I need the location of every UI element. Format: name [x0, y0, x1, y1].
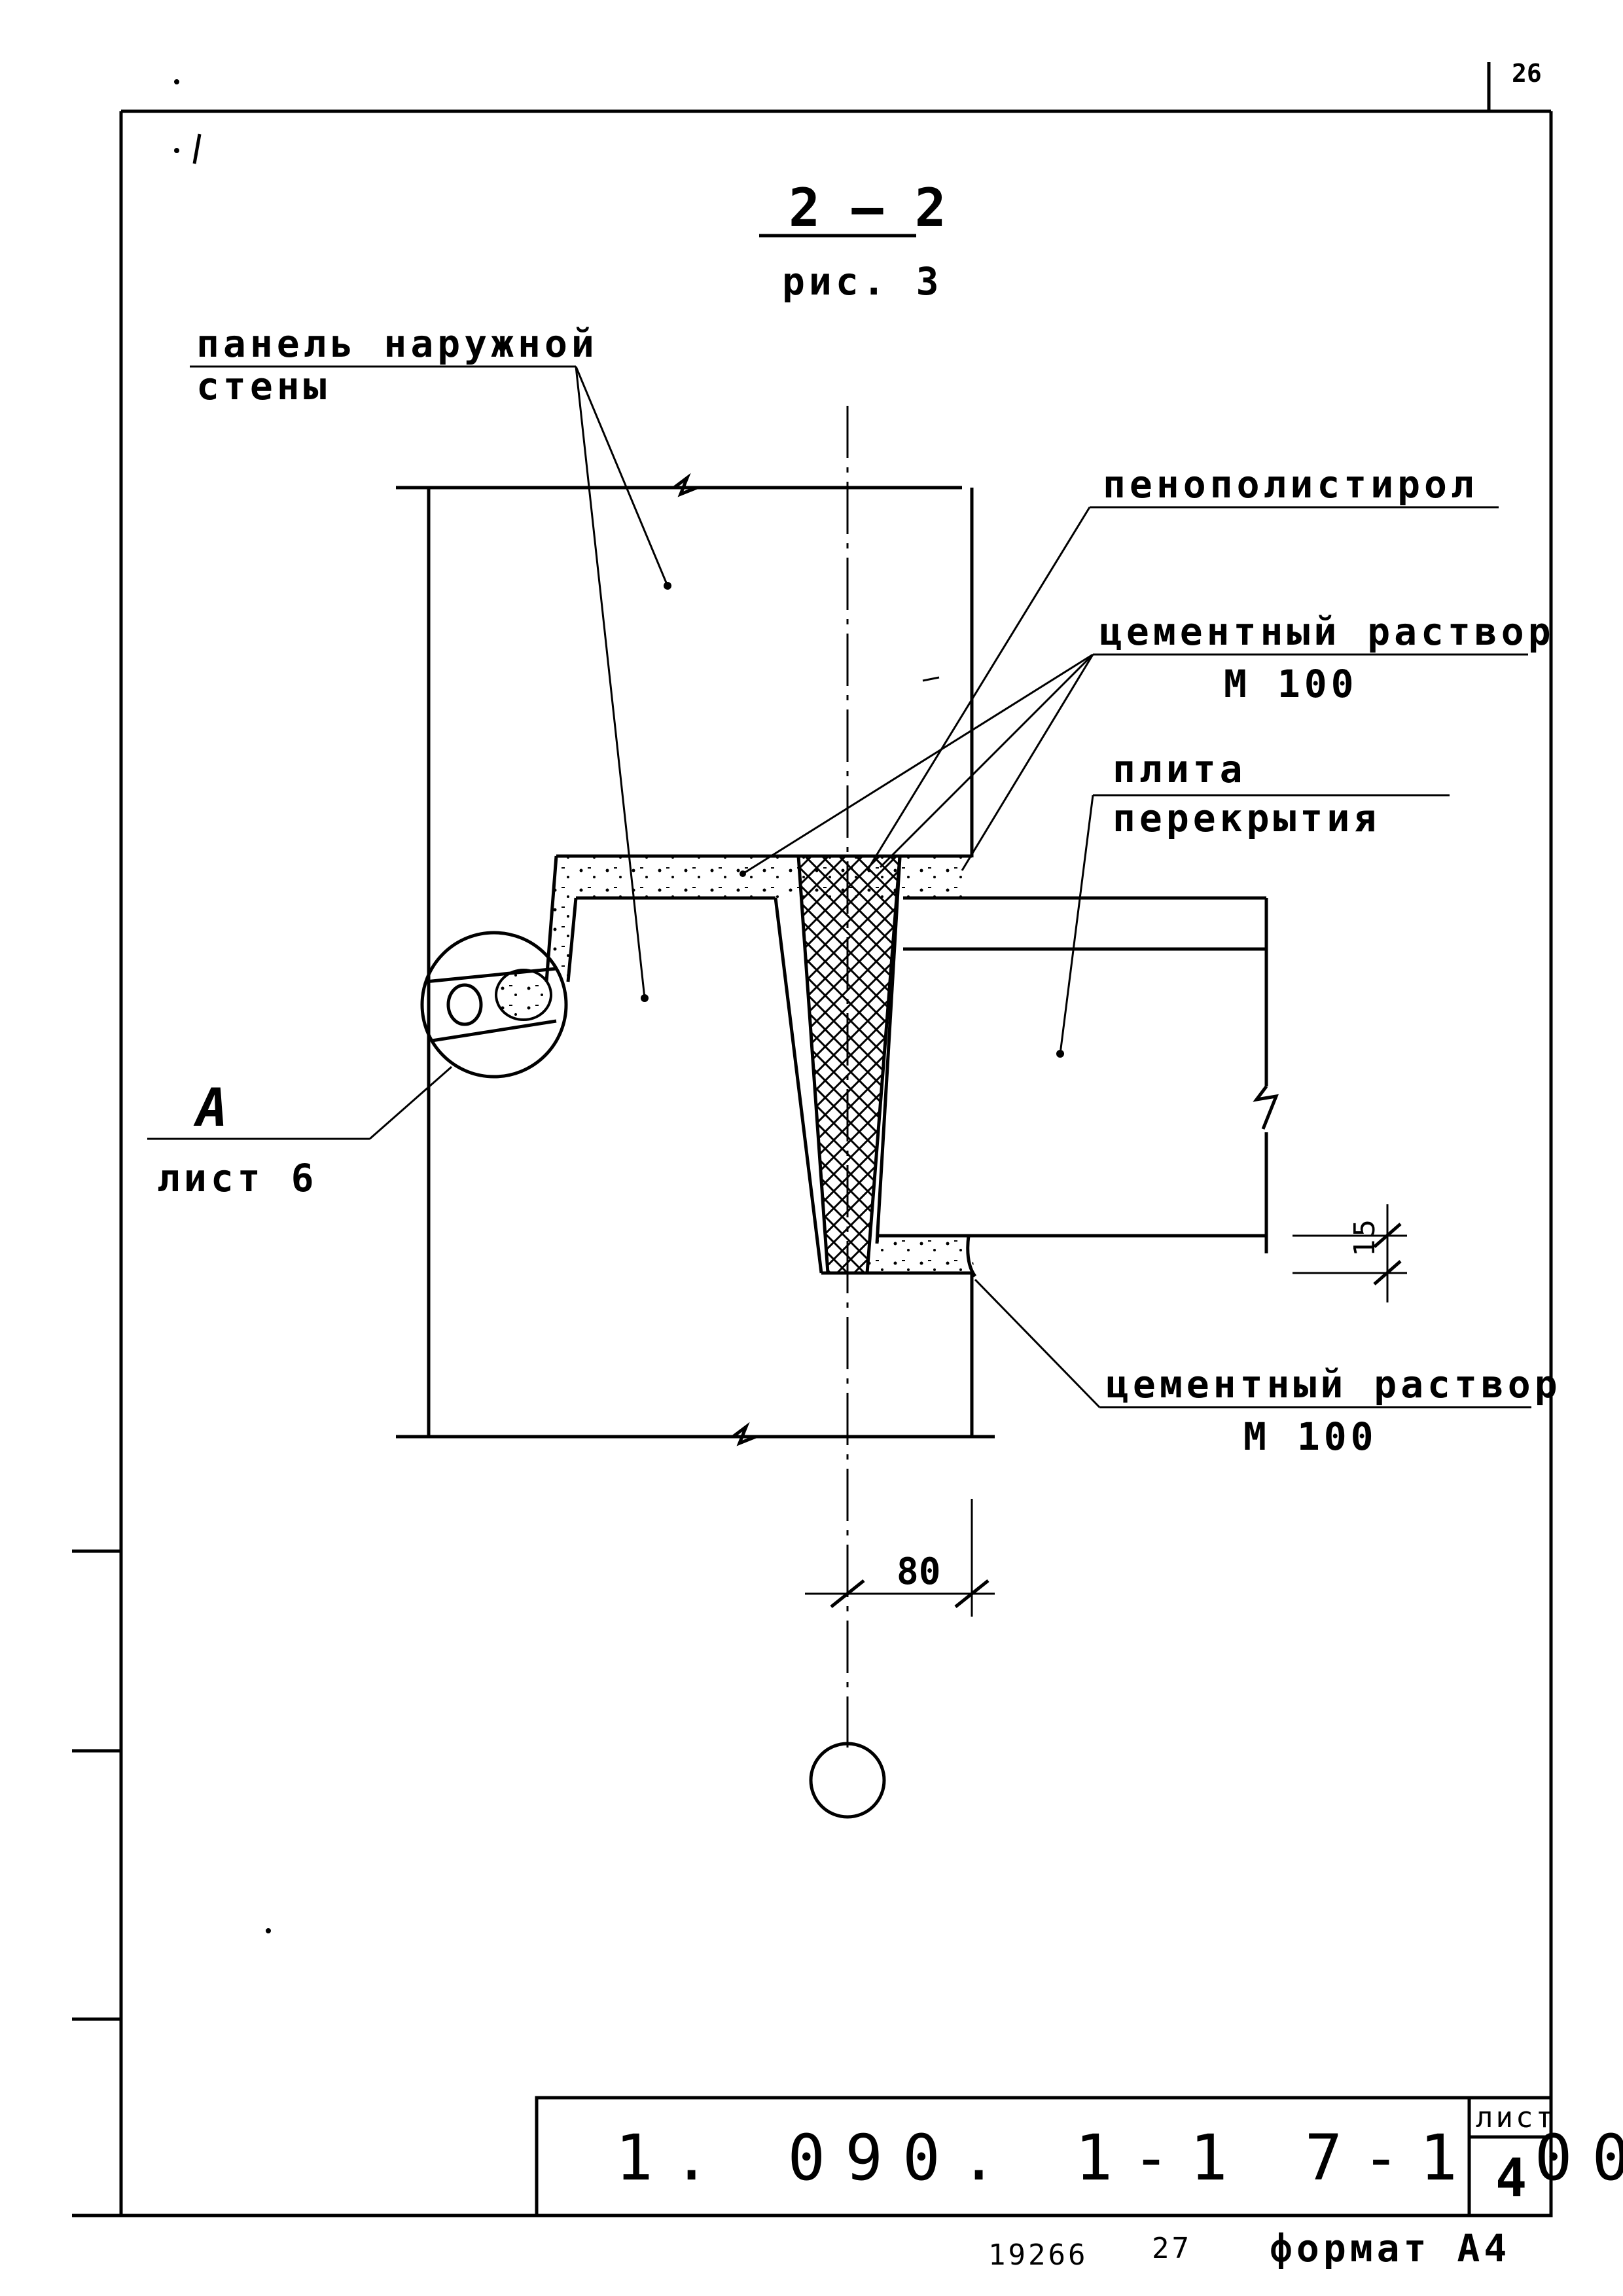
section-title-text: 2 – 2: [789, 177, 946, 238]
label-mortar-top-line1: цементный раствор: [1099, 609, 1555, 654]
title-block-doc-code: 1. 090. 1-1 7-1 008: [615, 2121, 1623, 2195]
label-detail-ref-sheet: лист 6: [157, 1156, 318, 1200]
label-mortar-bottom-line1: цементный раствор: [1106, 1362, 1561, 1407]
detail-circle: [420, 931, 568, 1079]
title-block-sheet-label: лист: [1476, 2101, 1556, 2134]
dimension-15: 15: [1293, 1204, 1407, 1302]
title-block: 1. 090. 1-1 7-1 008 лист 4 19266 27 форм…: [535, 2096, 1623, 2272]
label-mortar-top-line2: М 100: [1224, 662, 1358, 706]
label-wall-panel-line2: стены: [196, 364, 330, 408]
title-block-sheet-number: 4: [1495, 2147, 1527, 2208]
label-slab-line2: перекрытия: [1113, 796, 1380, 840]
dimension-80: 80: [805, 1499, 995, 1617]
label-wall-panel-line1: панель наружной: [196, 321, 598, 366]
footer-mid: 27: [1152, 2232, 1192, 2265]
figure-ref-text: рис. 3: [782, 259, 943, 304]
label-mortar-bottom-line2: М 100: [1243, 1414, 1378, 1459]
floor-slab: [877, 896, 1279, 1253]
reference-dots: [641, 582, 1064, 1058]
label-detail-ref-letter: А: [193, 1077, 228, 1138]
label-polystyrene: пенополистирол: [1103, 462, 1478, 507]
polystyrene-insert: [774, 854, 902, 1275]
mortar-bottom: [821, 1235, 977, 1278]
axis-marker: [809, 1742, 886, 1819]
page-corner-number: 26: [1512, 59, 1542, 88]
dimension-80-value: 80: [897, 1551, 940, 1593]
dimension-15-value: 15: [1348, 1217, 1382, 1257]
leader-lines: [147, 365, 1531, 1408]
wall-panel: [396, 473, 995, 1446]
footer-right: формат А4: [1270, 2226, 1510, 2270]
footer-left: 19266: [988, 2238, 1088, 2272]
label-slab-line1: плита: [1113, 747, 1247, 791]
axis: [809, 406, 886, 1819]
mortar-top: [544, 854, 1266, 982]
section-title: 2 – 2 рис. 3: [759, 177, 946, 304]
